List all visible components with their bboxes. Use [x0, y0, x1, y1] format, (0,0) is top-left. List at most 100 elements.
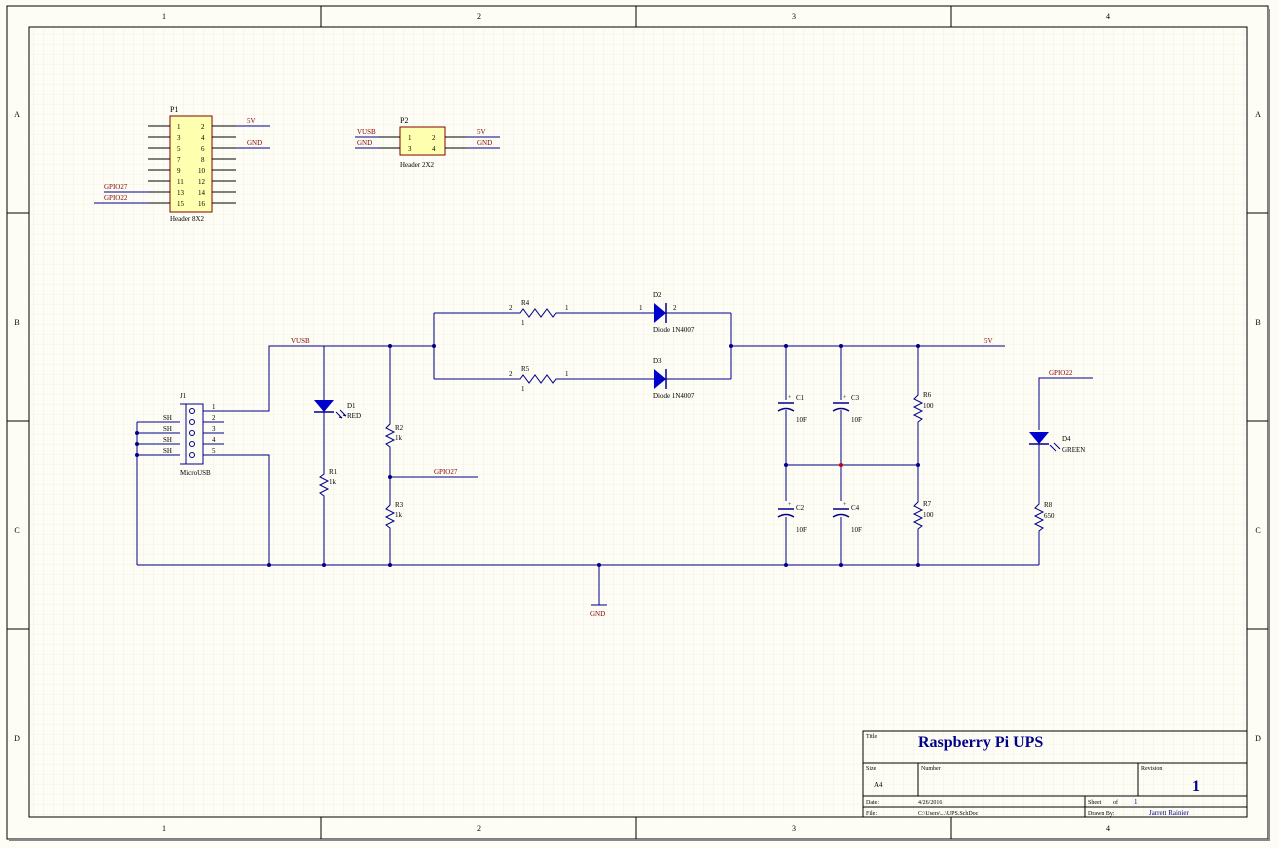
- revision-value: 1: [1192, 778, 1200, 795]
- sheet-of-label: of: [1113, 799, 1118, 806]
- r5-pin: 1: [565, 370, 569, 378]
- size-value: A4: [874, 781, 883, 789]
- resistor-r2[interactable]: R2 1k: [384, 419, 404, 451]
- led-d1[interactable]: D1 RED: [314, 400, 361, 420]
- p1-pin: 5: [177, 145, 181, 153]
- resistor-r1[interactable]: R1 1k: [318, 465, 338, 499]
- p2-net-label: VUSB: [357, 128, 376, 136]
- r4-pin: 2: [509, 304, 513, 312]
- resistor-r4[interactable]: R4 1 2 1: [509, 299, 569, 327]
- resistor-r8[interactable]: R8 650: [1033, 497, 1055, 537]
- col-label-top: 2: [477, 12, 481, 21]
- p1-pin: 2: [201, 123, 205, 131]
- inner-frame: [28, 26, 1248, 818]
- c4-value: 10F: [851, 526, 862, 534]
- resistor-r6[interactable]: R6 100: [912, 388, 934, 430]
- p2-designator: P2: [400, 116, 408, 125]
- svg-text:+: +: [788, 502, 792, 508]
- net-label-gpio22: GPIO22: [1049, 369, 1073, 377]
- junctions: [135, 344, 920, 567]
- header-p2[interactable]: 1 2 3 4 P2 Header 2X2 VUSB GND 5V GND: [355, 116, 500, 169]
- capacitor-c3[interactable]: + C3 10F: [832, 394, 862, 424]
- p1-pin: 4: [201, 134, 205, 142]
- r4-value: 1: [521, 319, 525, 327]
- title-block: Title Raspberry Pi UPS Size A4 Number Re…: [862, 730, 1248, 818]
- p1-comment: Header 8X2: [170, 215, 205, 223]
- sheet-value: 1: [1134, 798, 1138, 806]
- p1-net-label: GND: [247, 139, 262, 147]
- p1-pin: 10: [198, 167, 206, 175]
- p2-pin: 2: [432, 134, 436, 142]
- number-label: Number: [921, 766, 941, 772]
- p1-pin: 7: [177, 156, 181, 164]
- net-label-gnd: GND: [590, 610, 605, 618]
- drawn-by-value: Jarrett Rainier: [1149, 809, 1190, 817]
- row-label-left: C: [14, 526, 19, 535]
- p1-pin: 14: [198, 189, 206, 197]
- c1-designator: C1: [796, 394, 805, 402]
- r4-pin: 1: [565, 304, 569, 312]
- date-value: 4/26/2016: [918, 800, 942, 806]
- j1-shield-pin: SH: [163, 425, 172, 433]
- date-label: Date:: [866, 800, 879, 806]
- p1-pin: 16: [198, 200, 206, 208]
- title-label: Title: [866, 734, 877, 740]
- r1-designator: R1: [329, 468, 338, 476]
- led-d4[interactable]: D4 GREEN: [1029, 432, 1085, 454]
- connector-j1[interactable]: 1 2 3 4 5 SH SH SH SH J1 MicroUSB: [163, 392, 224, 477]
- net-label-vusb: VUSB: [291, 337, 310, 345]
- p1-pin: 15: [177, 200, 185, 208]
- r4-designator: R4: [521, 299, 530, 307]
- resistor-r5[interactable]: R5 1 2 1: [509, 365, 569, 393]
- d2-pin: 1: [639, 304, 643, 312]
- d4-comment: GREEN: [1062, 446, 1085, 454]
- p2-pin: 4: [432, 145, 436, 153]
- r3-designator: R3: [395, 501, 404, 509]
- svg-text:+: +: [843, 502, 847, 508]
- col-label-top: 4: [1106, 12, 1110, 21]
- diode-d3[interactable]: D3 Diode 1N4007: [640, 357, 695, 400]
- svg-text:+: +: [788, 395, 792, 401]
- d3-comment: Diode 1N4007: [653, 392, 695, 400]
- p1-pin: 11: [177, 178, 184, 186]
- sheet-label: Sheet: [1088, 800, 1102, 806]
- p1-pin: 6: [201, 145, 205, 153]
- d2-designator: D2: [653, 291, 662, 299]
- j1-pin: 2: [212, 414, 216, 422]
- capacitor-c2[interactable]: + C2 10F: [777, 502, 807, 534]
- c3-value: 10F: [851, 416, 862, 424]
- col-label-bottom: 4: [1106, 824, 1110, 833]
- p2-net-label: 5V: [477, 128, 486, 136]
- p1-designator: P1: [170, 105, 178, 114]
- file-value: C:\Users\...\UPS.SchDoc: [918, 811, 979, 817]
- resistor-r3[interactable]: R3 1k: [384, 497, 404, 533]
- j1-pin: 5: [212, 447, 216, 455]
- row-label-right: A: [1255, 110, 1261, 119]
- p2-pin: 1: [408, 134, 412, 142]
- file-label: File:: [866, 811, 877, 817]
- p1-net-label: 5V: [247, 117, 256, 125]
- c2-designator: C2: [796, 504, 805, 512]
- row-label-right: C: [1255, 526, 1260, 535]
- col-label-bottom: 3: [792, 824, 796, 833]
- r6-designator: R6: [923, 391, 932, 399]
- c4-designator: C4: [851, 504, 860, 512]
- row-label-right: D: [1255, 734, 1261, 743]
- capacitor-c1[interactable]: + C1 10F: [777, 394, 807, 424]
- r1-value: 1k: [329, 478, 337, 486]
- d1-designator: D1: [347, 402, 356, 410]
- resistor-r7[interactable]: R7 100: [912, 495, 934, 537]
- row-label-right: B: [1255, 318, 1260, 327]
- diode-d2[interactable]: D2 Diode 1N4007 1 2: [639, 291, 695, 334]
- p1-net-label: GPIO27: [104, 183, 128, 191]
- r5-designator: R5: [521, 365, 530, 373]
- d2-comment: Diode 1N4007: [653, 326, 695, 334]
- p2-net-label: GND: [477, 139, 492, 147]
- p2-net-label: GND: [357, 139, 372, 147]
- net-label-5v: 5V: [984, 337, 993, 345]
- header-p1[interactable]: 1 3 5 7 9 11 13 15 2 4 6 8 10 12 14 16 P…: [94, 105, 270, 223]
- col-label-top: 1: [162, 12, 166, 21]
- d1-comment: RED: [347, 412, 361, 420]
- j1-pin: 4: [212, 436, 216, 444]
- capacitor-c4[interactable]: + C4 10F: [832, 502, 862, 534]
